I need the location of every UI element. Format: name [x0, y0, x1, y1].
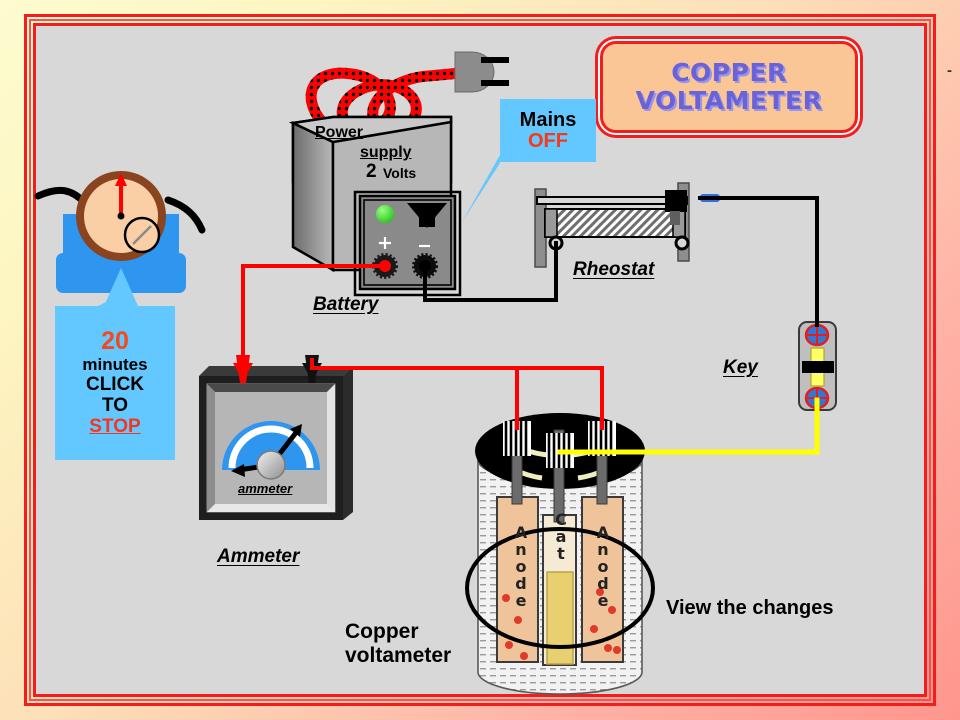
- rheostat-label: Rheostat: [573, 259, 655, 280]
- ammeter-label: Ammeter: [217, 546, 300, 567]
- timer-to-label: TO: [101, 394, 129, 416]
- copper-voltameter-label: Copper voltameter: [345, 620, 451, 668]
- battery-label: Battery: [313, 294, 379, 315]
- ammeter-face-label: ammeter: [238, 481, 293, 496]
- border-frame-middle: [29, 19, 931, 701]
- title-line-1: COPPER: [671, 58, 787, 87]
- mains-state: OFF: [528, 129, 568, 152]
- timer-click-label: CLICK: [85, 373, 145, 395]
- mains-status-callout[interactable]: Mains OFF: [500, 99, 596, 162]
- title-banner: COPPER VOLTAMETER: [600, 41, 858, 133]
- power-supply-label-line2: supply: [360, 144, 412, 161]
- timer-stop-button[interactable]: STOP: [89, 416, 141, 438]
- view-changes-label: View the changes: [666, 597, 834, 619]
- timer-callout[interactable]: 20 minutes CLICK TO STOP: [55, 306, 175, 460]
- copper-voltameter-label-line2: voltameter: [345, 644, 452, 668]
- timer-minutes-word: minutes: [82, 355, 148, 375]
- corner-dot-mark: -: [947, 62, 952, 79]
- mains-label: Mains: [519, 108, 577, 131]
- power-supply-voltage-number: 2: [366, 161, 377, 182]
- power-supply-voltage-unit: Volts: [383, 165, 417, 181]
- key-label: Key: [723, 357, 758, 378]
- power-supply-label-line1: Power: [315, 124, 364, 141]
- title-line-2: VOLTAMETER: [635, 86, 823, 115]
- border-frame-outer: [24, 14, 936, 706]
- copper-voltameter-label-line1: Copper: [345, 620, 419, 643]
- timer-minutes-value: 20: [101, 326, 129, 355]
